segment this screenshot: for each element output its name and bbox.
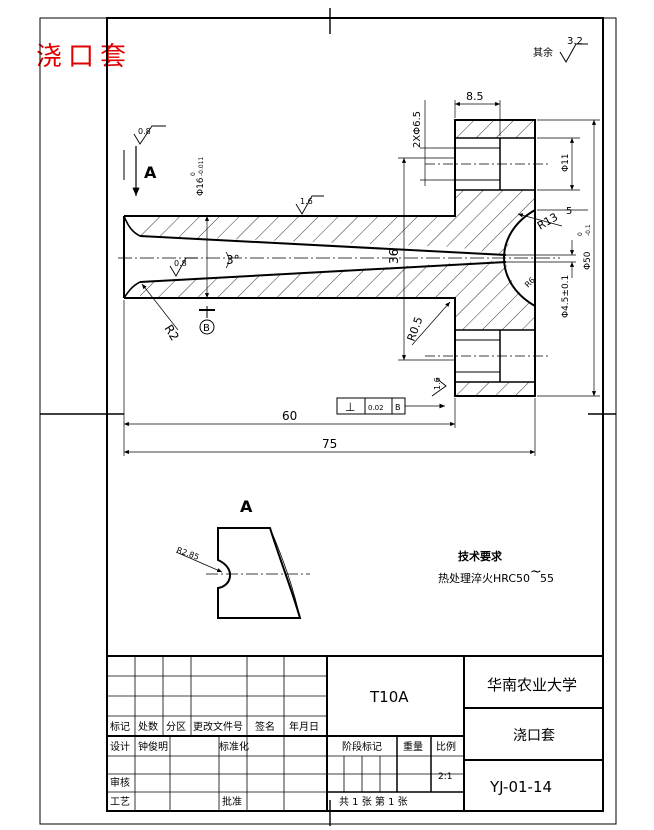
tol-value: 0.02 [368, 404, 384, 412]
dim-75: 75 [322, 437, 337, 451]
tb-standard-label: 标准化 [219, 740, 249, 753]
tb-designer-label: 设计 [110, 740, 130, 753]
title-block [106, 655, 604, 812]
tech-req-end: 55 [540, 572, 554, 585]
title-block-text: 标记 处数 分区 更改文件号 签名 年月日 设计 钟俊明 标准化 审核 工艺 批… [110, 676, 577, 808]
dim-36: 36 [387, 249, 401, 264]
tb-header-0: 标记 [110, 721, 130, 733]
tech-req-tilde: ~ [530, 564, 542, 580]
roughness-b: 1.6 [300, 197, 313, 206]
tb-sheets: 共 1 张 第 1 张 [339, 795, 408, 808]
dim-r0-5: R0.5 [405, 315, 426, 343]
page-title: 浇口套 [36, 42, 133, 72]
tol-datum: B [395, 403, 401, 412]
datum-b-label: B [203, 323, 210, 334]
dim-60: 60 [282, 409, 297, 423]
tb-header-4: 签名 [255, 720, 275, 733]
dim-5: 5 [566, 206, 572, 217]
tech-req-line: 热处理淬火HRC50 [438, 571, 530, 585]
dimensions [123, 100, 600, 456]
dim-50-lower: -0.1 [585, 224, 592, 236]
tb-scale: 2:1 [438, 772, 452, 782]
tol-symbol: ⊥ [345, 400, 355, 414]
roughness-c: 0.8 [174, 259, 187, 268]
dim-16: Φ16 [196, 177, 206, 196]
roughness-d: 1.6 [433, 377, 442, 390]
tb-review-label: 审核 [110, 776, 130, 789]
tb-designer-name: 钟俊明 [138, 740, 168, 753]
roughness-rest-value: 3.2 [567, 36, 583, 47]
tb-header-1: 处数 [138, 720, 158, 733]
tb-approve-label: 批准 [222, 795, 242, 808]
detail-label-a: A [240, 497, 253, 516]
tb-drawing-no: YJ-01-14 [489, 778, 552, 796]
roughness-marks [133, 125, 447, 397]
dim-r2: R2 [161, 322, 181, 343]
tb-ratio-label: 比例 [436, 740, 456, 753]
dim-16-upper: 0 [190, 172, 197, 176]
dim-2x-6-5: 2XΦ6.5 [412, 111, 423, 148]
dim-r2-85: R2.85 [175, 545, 200, 561]
tb-part-name: 浇口套 [513, 728, 555, 744]
part-section [118, 119, 560, 397]
tb-process-label: 工艺 [110, 796, 130, 808]
tb-material: T10A [369, 688, 409, 706]
dim-11: Φ11 [561, 153, 571, 172]
tech-req-title: 技术要求 [458, 549, 503, 563]
detail-view [175, 527, 310, 619]
section-label-a: A [144, 163, 157, 182]
dim-8-5: 8.5 [466, 90, 484, 103]
tb-header-2: 分区 [166, 721, 186, 733]
tb-weight-label: 重量 [403, 740, 423, 753]
dim-50: Φ50 [583, 251, 593, 270]
dim-r13: R13 [535, 211, 560, 233]
dim-4-5: Φ4.5±0.1 [561, 275, 571, 318]
tolerance-frame [336, 397, 445, 415]
datum-b-circle [199, 319, 215, 335]
tb-header-3: 更改文件号 [193, 720, 243, 733]
dim-3deg: 3° [226, 253, 240, 267]
dim-16-lower: -0.011 [198, 156, 205, 176]
tb-university: 华南农业大学 [487, 676, 577, 694]
roughness-rest-label: 其余 [533, 46, 553, 59]
tb-header-5: 年月日 [289, 720, 319, 733]
dim-50-upper: 0 [577, 232, 584, 236]
roughness-a: 0.8 [138, 127, 151, 136]
tb-stage-label: 阶段标记 [342, 740, 382, 753]
